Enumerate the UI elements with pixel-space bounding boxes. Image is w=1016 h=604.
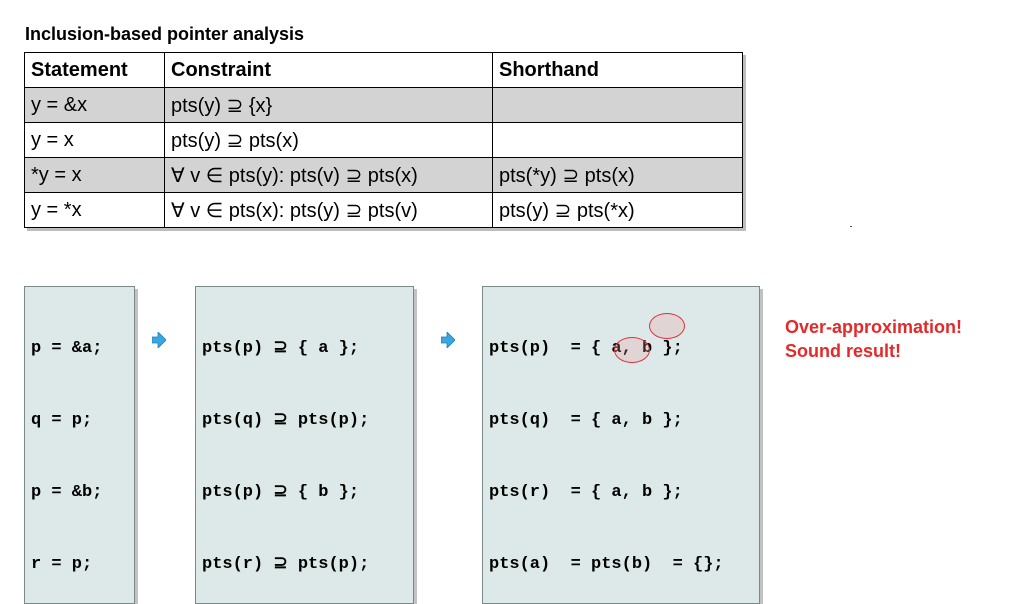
code-line: pts(q) = { a, b }; xyxy=(489,411,683,430)
code-line: pts(p) ⊇ { b }; xyxy=(202,483,360,502)
cell-shorthand: pts(y) ⊇ pts(*x) xyxy=(492,192,743,228)
table-header-row: Statement Constraint Shorthand xyxy=(24,52,743,88)
cell-shorthand xyxy=(492,87,743,123)
header-statement: Statement xyxy=(24,52,165,88)
stray-dot xyxy=(850,226,852,227)
code-line: r = p; xyxy=(31,555,93,574)
over-approximation-remark: Over-approximation! xyxy=(785,317,963,337)
cell-statement: y = &x xyxy=(24,87,165,123)
table-row: y = x pts(y) ⊇ pts(x) xyxy=(24,122,743,158)
code-line: p = &a; xyxy=(31,339,103,358)
constraint-rules-table: Statement Constraint Shorthand y = &x pt… xyxy=(24,52,743,228)
table-row: y = *x ∀ v ∈ pts(x): pts(y) ⊇ pts(v) pts… xyxy=(24,192,743,228)
right-arrow-icon xyxy=(152,332,166,348)
code-line: pts(a) = pts(b) = {}; xyxy=(489,555,724,574)
code-line: pts(r) ⊇ pts(p); xyxy=(202,555,370,574)
spurious-a-highlight xyxy=(614,337,650,363)
table-row: y = &x pts(y) ⊇ {x} xyxy=(24,87,743,123)
spurious-b-highlight xyxy=(649,313,685,339)
cell-shorthand xyxy=(492,122,743,158)
cell-constraint: ∀ v ∈ pts(x): pts(y) ⊇ pts(v) xyxy=(164,192,493,228)
code-line: pts(p) ⊇ { a }; xyxy=(202,339,360,358)
constraints-code-box: pts(p) ⊇ { a }; pts(q) ⊇ pts(p); pts(p) … xyxy=(195,286,414,604)
sound-result-remark: Sound result! xyxy=(785,341,901,361)
header-constraint: Constraint xyxy=(164,52,493,88)
header-shorthand: Shorthand xyxy=(492,52,743,88)
cell-shorthand: pts(*y) ⊇ pts(x) xyxy=(492,157,743,193)
solution-code-box: pts(p) = { a, b }; pts(q) = { a, b }; pt… xyxy=(482,286,760,604)
right-arrow-icon xyxy=(441,332,455,348)
cell-constraint: pts(y) ⊇ pts(x) xyxy=(164,122,493,158)
cell-constraint: pts(y) ⊇ {x} xyxy=(164,87,493,123)
code-line: q = p; xyxy=(31,411,93,430)
cell-statement: y = *x xyxy=(24,192,165,228)
cell-constraint: ∀ v ∈ pts(y): pts(v) ⊇ pts(x) xyxy=(164,157,493,193)
cell-statement: *y = x xyxy=(24,157,165,193)
diagram-title: Inclusion-based pointer analysis xyxy=(25,24,305,44)
code-line: p = &b; xyxy=(31,483,103,502)
code-line: pts(r) = { a, b }; xyxy=(489,483,683,502)
table-row: *y = x ∀ v ∈ pts(y): pts(v) ⊇ pts(x) pts… xyxy=(24,157,743,193)
program-code-box: p = &a; q = p; p = &b; r = p; xyxy=(24,286,135,604)
cell-statement: y = x xyxy=(24,122,165,158)
code-line: pts(q) ⊇ pts(p); xyxy=(202,411,370,430)
